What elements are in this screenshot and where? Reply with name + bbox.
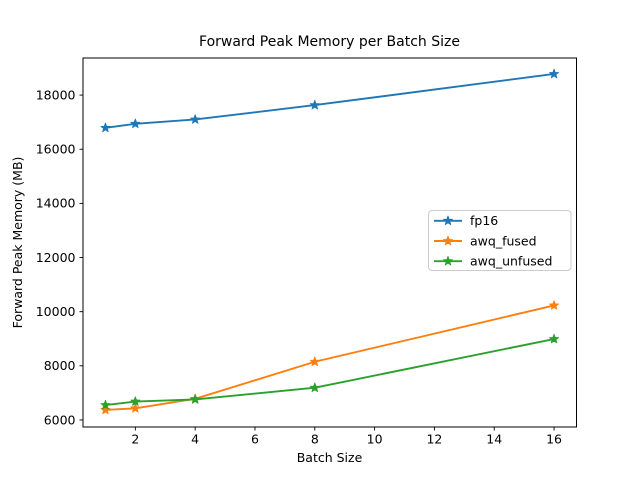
plot-area: 2 4 6 8 10 12 14 16 6000 8000 10000 12000 14000 16000… [36, 57, 577, 447]
marker-fp16-batch-2 [130, 118, 141, 129]
marker-fp16-batch-16 [549, 68, 560, 79]
x-axis-label: Batch Size [297, 450, 363, 465]
y-tick-label: 16000 [36, 142, 76, 157]
legend: fp16 awq_fused awq_unfused [428, 210, 572, 271]
y-tick-label: 6000 [44, 412, 76, 427]
y-axis-label: Forward Peak Memory (MB) [10, 157, 25, 329]
legend-star-marker [443, 215, 453, 226]
marker-awq_unfused-batch-1 [100, 399, 111, 410]
chart-title: Forward Peak Memory per Batch Size [199, 34, 460, 50]
y-tick-label: 8000 [44, 358, 76, 373]
legend-entry-awq_fused: awq_fused [434, 233, 537, 248]
marker-fp16-batch-4 [190, 114, 201, 124]
x-tick-label: 6 [251, 432, 259, 447]
legend-label-fp16: fp16 [470, 213, 498, 228]
marker-awq_unfused-batch-8 [309, 382, 320, 393]
legend-box [428, 210, 572, 271]
y-tick-label: 10000 [36, 304, 76, 319]
marker-awq_fused-batch-2 [130, 403, 141, 413]
legend-entry-fp16: fp16 [434, 213, 498, 228]
marker-awq_unfused-batch-4 [190, 394, 201, 404]
marker-awq_fused-batch-1 [100, 404, 111, 415]
marker-awq_fused-batch-16 [549, 300, 560, 310]
marker-awq_fused-batch-8 [309, 356, 320, 367]
marker-fp16-batch-1 [100, 122, 111, 133]
marker-fp16-batch-8 [309, 99, 320, 110]
y-tick-label: 14000 [36, 196, 76, 211]
marker-awq_unfused-batch-2 [130, 396, 141, 406]
series-line-awq_unfused [104, 338, 556, 407]
x-tick-label: 4 [191, 432, 199, 447]
legend-star-marker [443, 255, 453, 266]
marker-awq_unfused-batch-16 [549, 333, 560, 344]
x-tick-label: 10 [367, 432, 383, 447]
legend-entry-awq_unfused: awq_unfused [434, 254, 552, 269]
legend-star-marker [443, 235, 453, 246]
x-tick-label: 8 [311, 432, 319, 447]
x-tick-label: 16 [546, 432, 562, 447]
series-line-fp16 [104, 73, 556, 129]
legend-label-awq_fused: awq_fused [470, 233, 537, 248]
y-tick-label: 18000 [36, 87, 76, 102]
y-tick-label: 12000 [36, 250, 76, 265]
series-line-awq_fused [104, 304, 556, 411]
x-tick-label: 12 [426, 432, 442, 447]
x-tick-label: 14 [486, 432, 502, 447]
legend-label-awq_unfused: awq_unfused [470, 254, 552, 269]
axes-spines [82, 57, 577, 428]
x-tick-label: 2 [131, 432, 139, 447]
